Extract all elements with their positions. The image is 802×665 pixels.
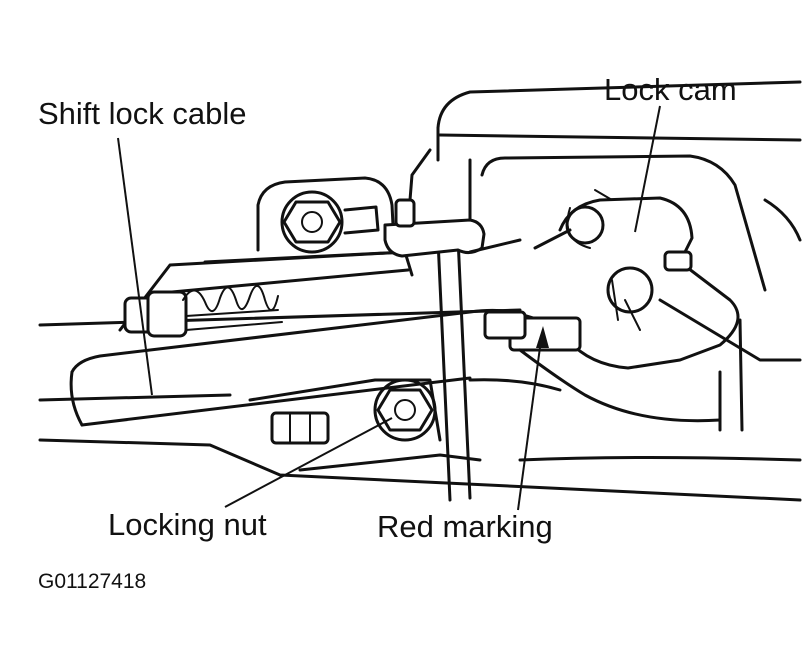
locking-nut-label: Locking nut <box>108 507 267 542</box>
leader-lock-cam <box>634 105 661 233</box>
leader-shift-lock-cable <box>117 137 153 396</box>
leader-lines <box>117 105 661 511</box>
red-marking-arrowhead <box>536 326 549 348</box>
cam-linkage <box>468 310 722 423</box>
lower-body <box>38 438 802 502</box>
leader-locking-nut <box>224 417 393 508</box>
cable-body <box>38 250 562 427</box>
red-marking-label: Red marking <box>377 509 553 544</box>
figure-code: G01127418 <box>38 570 147 593</box>
lock-cam <box>468 189 740 370</box>
shift-lock-cable-label: Shift lock cable <box>38 96 247 131</box>
leader-red-marking <box>517 339 542 511</box>
bracket-assembly <box>256 176 396 254</box>
shift-lock-cable-spring <box>123 285 283 338</box>
lock-cam-label: Lock cam <box>604 72 737 107</box>
locking-nut <box>248 378 442 445</box>
transmission-housing <box>408 80 802 432</box>
